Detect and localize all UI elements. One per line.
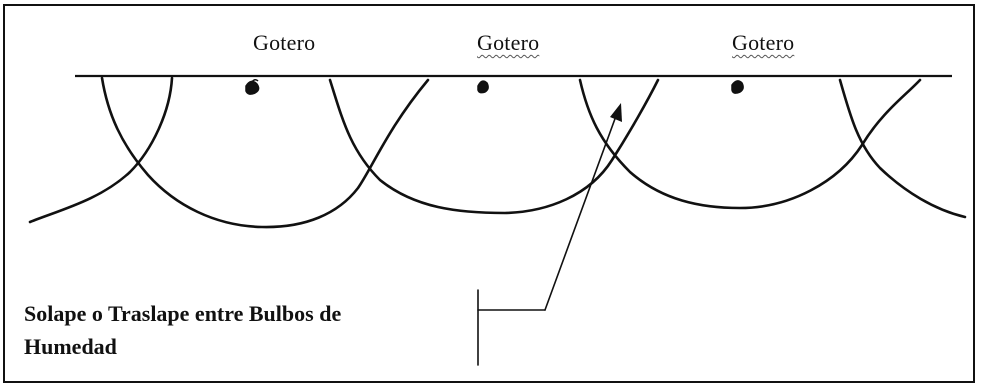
bulb-left-edge — [28, 76, 174, 224]
annotation-arrow-shaft — [544, 115, 617, 311]
overlap-annotation-label: Solape o Traslape entre Bulbos de Humeda… — [24, 297, 484, 363]
bulb-2-outline — [328, 78, 660, 215]
dripper-mark-2 — [477, 80, 489, 94]
dripper-label-3: Gotero — [732, 30, 795, 55]
dripper-label-1: Gotero — [253, 30, 316, 55]
bulb-right-edge — [838, 78, 967, 219]
dripper-label-2: Gotero — [477, 30, 540, 55]
overlap-annotation-line-1: Solape o Traslape entre Bulbos de — [24, 301, 342, 326]
dripper-mark-3 — [731, 80, 744, 94]
dripper-mark-1 — [245, 78, 260, 95]
annotation-arrowhead — [610, 103, 622, 122]
overlap-annotation-line-2: Humedad — [24, 334, 117, 359]
bulb-1-outline — [100, 76, 430, 229]
bulb-3-outline — [578, 78, 922, 210]
diagram-frame — [3, 4, 975, 383]
